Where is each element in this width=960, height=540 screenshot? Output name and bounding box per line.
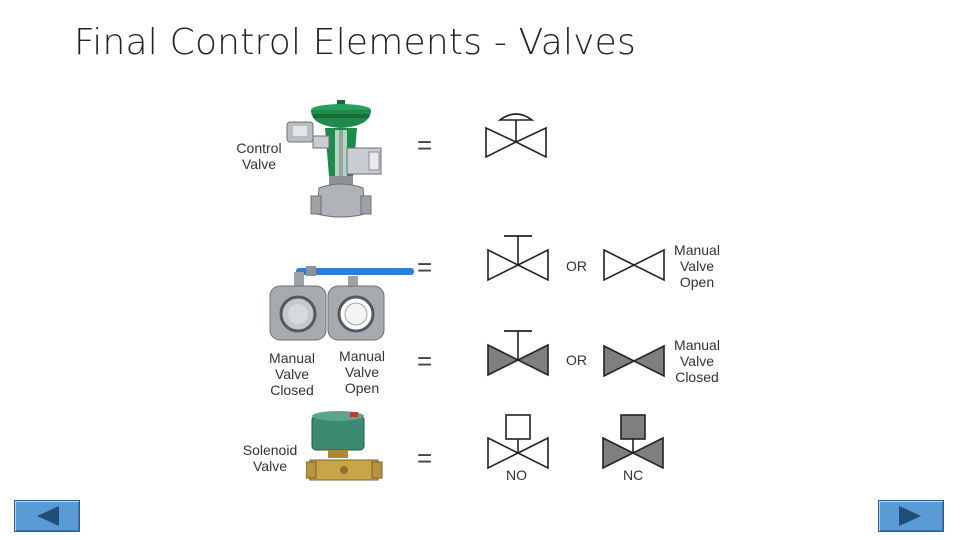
manual-open-handwheel-symbol bbox=[487, 235, 549, 282]
ball-valve-photo bbox=[269, 266, 414, 341]
manual-open-equals: = bbox=[417, 252, 433, 282]
slide-title: Final Control Elements - Valves bbox=[74, 22, 636, 63]
solenoid-nc-label: NC bbox=[623, 467, 644, 483]
triangle-left-icon bbox=[37, 506, 59, 526]
solenoid-valve-photo bbox=[306, 411, 383, 481]
manual-closed-equals: = bbox=[417, 346, 433, 376]
manual-open-label: Manual Valve Open bbox=[674, 242, 720, 290]
ball-valve-open-label: Manual Valve Open bbox=[339, 348, 385, 396]
manual-closed-handwheel-symbol bbox=[487, 330, 549, 377]
next-slide-button[interactable] bbox=[878, 500, 944, 532]
manual-closed-plain-symbol bbox=[603, 344, 665, 378]
control-valve-photo bbox=[286, 100, 382, 218]
control-valve-equals: = bbox=[417, 130, 433, 160]
solenoid-equals: = bbox=[417, 443, 433, 473]
control-valve-label: Control Valve bbox=[236, 140, 282, 172]
solenoid-no-symbol bbox=[487, 414, 549, 470]
solenoid-valve-label: Solenoid Valve bbox=[242, 442, 298, 474]
manual-open-plain-symbol bbox=[603, 248, 665, 282]
triangle-right-icon bbox=[899, 506, 921, 526]
control-valve-symbol bbox=[485, 113, 547, 159]
ball-valve-closed-label: Manual Valve Closed bbox=[269, 350, 315, 398]
solenoid-no-label: NO bbox=[506, 467, 527, 483]
manual-open-or: OR bbox=[566, 258, 587, 274]
manual-closed-or: OR bbox=[566, 352, 587, 368]
solenoid-nc-symbol bbox=[602, 414, 664, 470]
manual-closed-label: Manual Valve Closed bbox=[674, 337, 720, 385]
previous-slide-button[interactable] bbox=[14, 500, 80, 532]
